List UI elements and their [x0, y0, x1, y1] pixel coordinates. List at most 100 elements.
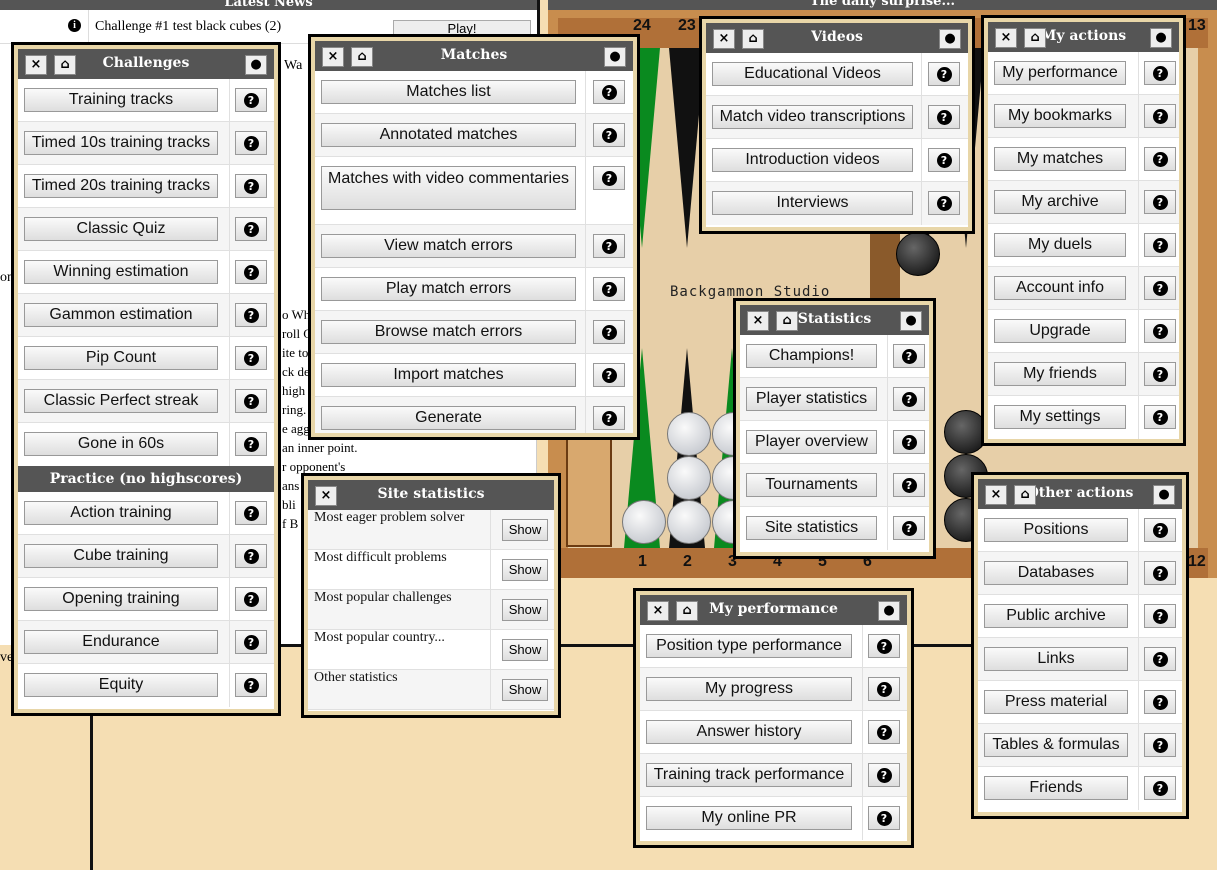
- menu-item-button[interactable]: Champions!: [746, 344, 877, 368]
- menu-item-button[interactable]: My friends: [994, 362, 1126, 386]
- help-button[interactable]: ?: [235, 544, 267, 568]
- home-icon[interactable]: ⌂: [742, 29, 764, 49]
- help-button[interactable]: ?: [1144, 733, 1176, 757]
- show-button[interactable]: Show: [502, 599, 548, 621]
- help-button[interactable]: ?: [235, 673, 267, 697]
- menu-item-button[interactable]: Timed 10s training tracks: [24, 131, 218, 155]
- menu-item-button[interactable]: My bookmarks: [994, 104, 1126, 128]
- white-checker[interactable]: [622, 500, 666, 544]
- menu-item-button[interactable]: Educational Videos: [712, 62, 913, 86]
- help-button[interactable]: ?: [593, 123, 625, 147]
- help-button[interactable]: ?: [1144, 518, 1176, 542]
- menu-item-button[interactable]: My matches: [994, 147, 1126, 171]
- black-checker[interactable]: [896, 232, 940, 276]
- pin-icon[interactable]: ●: [1153, 485, 1175, 505]
- help-button[interactable]: ?: [1144, 233, 1176, 257]
- menu-item-button[interactable]: Classic Quiz: [24, 217, 218, 241]
- menu-item-button[interactable]: Endurance: [24, 630, 218, 654]
- show-button[interactable]: Show: [502, 559, 548, 581]
- menu-item-button[interactable]: Match video transcriptions: [712, 105, 913, 129]
- help-button[interactable]: ?: [235, 630, 267, 654]
- menu-item-button[interactable]: Generate: [321, 406, 576, 430]
- close-icon[interactable]: ×: [747, 311, 769, 331]
- menu-item-button[interactable]: Tables & formulas: [984, 733, 1128, 757]
- menu-item-button[interactable]: Browse match errors: [321, 320, 576, 344]
- menu-item-button[interactable]: Classic Perfect streak: [24, 389, 218, 413]
- menu-item-button[interactable]: Annotated matches: [321, 123, 576, 147]
- help-button[interactable]: ?: [928, 148, 960, 172]
- help-button[interactable]: ?: [1144, 190, 1176, 214]
- record-icon[interactable]: ●: [1150, 28, 1172, 48]
- help-button[interactable]: ?: [868, 763, 900, 787]
- close-icon[interactable]: ×: [25, 55, 47, 75]
- show-button[interactable]: Show: [502, 679, 548, 701]
- help-button[interactable]: ?: [893, 516, 925, 540]
- help-button[interactable]: ?: [1144, 276, 1176, 300]
- menu-item-button[interactable]: Timed 20s training tracks: [24, 174, 218, 198]
- menu-item-button[interactable]: Cube training: [24, 544, 218, 568]
- close-icon[interactable]: ×: [322, 47, 344, 67]
- menu-item-button[interactable]: Player overview: [746, 430, 877, 454]
- menu-item-button[interactable]: Answer history: [646, 720, 852, 744]
- menu-item-button[interactable]: Introduction videos: [712, 148, 913, 172]
- menu-item-button[interactable]: Upgrade: [994, 319, 1126, 343]
- white-checker[interactable]: [667, 500, 711, 544]
- home-icon[interactable]: ⌂: [676, 601, 698, 621]
- menu-item-button[interactable]: My online PR: [646, 806, 852, 830]
- menu-item-button[interactable]: Press material: [984, 690, 1128, 714]
- help-button[interactable]: ?: [593, 234, 625, 258]
- help-button[interactable]: ?: [593, 363, 625, 387]
- menu-item-button[interactable]: Positions: [984, 518, 1128, 542]
- help-button[interactable]: ?: [235, 260, 267, 284]
- menu-item-button[interactable]: Import matches: [321, 363, 576, 387]
- help-button[interactable]: ?: [235, 587, 267, 611]
- help-button[interactable]: ?: [893, 430, 925, 454]
- menu-item-button[interactable]: Interviews: [712, 191, 913, 215]
- menu-item-button[interactable]: Gammon estimation: [24, 303, 218, 327]
- help-button[interactable]: ?: [593, 80, 625, 104]
- help-button[interactable]: ?: [235, 217, 267, 241]
- home-icon[interactable]: ⌂: [776, 311, 798, 331]
- menu-item-button[interactable]: View match errors: [321, 234, 576, 258]
- menu-item-button[interactable]: Public archive: [984, 604, 1128, 628]
- pin-icon[interactable]: ●: [878, 601, 900, 621]
- home-icon[interactable]: ⌂: [351, 47, 373, 67]
- help-button[interactable]: ?: [928, 191, 960, 215]
- menu-item-button[interactable]: Player statistics: [746, 387, 877, 411]
- menu-item-button[interactable]: My progress: [646, 677, 852, 701]
- help-button[interactable]: ?: [593, 320, 625, 344]
- close-icon[interactable]: ×: [647, 601, 669, 621]
- menu-item-button[interactable]: My archive: [994, 190, 1126, 214]
- help-button[interactable]: ?: [928, 105, 960, 129]
- menu-item-button[interactable]: Gone in 60s: [24, 432, 218, 456]
- help-button[interactable]: ?: [1144, 104, 1176, 128]
- close-icon[interactable]: ×: [985, 485, 1007, 505]
- menu-item-button[interactable]: Opening training: [24, 587, 218, 611]
- home-icon[interactable]: ⌂: [1014, 485, 1036, 505]
- help-button[interactable]: ?: [235, 131, 267, 155]
- black-checker[interactable]: [944, 410, 988, 454]
- menu-item-button[interactable]: Training tracks: [24, 88, 218, 112]
- help-button[interactable]: ?: [235, 501, 267, 525]
- menu-item-button[interactable]: Action training: [24, 501, 218, 525]
- menu-item-button[interactable]: Play match errors: [321, 277, 576, 301]
- help-button[interactable]: ?: [593, 406, 625, 430]
- help-button[interactable]: ?: [235, 303, 267, 327]
- help-button[interactable]: ?: [1144, 690, 1176, 714]
- help-button[interactable]: ?: [868, 806, 900, 830]
- pin-icon[interactable]: ●: [245, 55, 267, 75]
- help-button[interactable]: ?: [868, 677, 900, 701]
- record-icon[interactable]: ●: [900, 311, 922, 331]
- help-button[interactable]: ?: [1144, 362, 1176, 386]
- menu-item-button[interactable]: Links: [984, 647, 1128, 671]
- home-icon[interactable]: ⌂: [1024, 28, 1046, 48]
- help-button[interactable]: ?: [1144, 319, 1176, 343]
- help-button[interactable]: ?: [928, 62, 960, 86]
- record-icon[interactable]: ●: [604, 47, 626, 67]
- help-button[interactable]: ?: [893, 473, 925, 497]
- menu-item-button[interactable]: Winning estimation: [24, 260, 218, 284]
- help-button[interactable]: ?: [593, 277, 625, 301]
- help-button[interactable]: ?: [1144, 405, 1176, 429]
- pin-icon[interactable]: ●: [939, 29, 961, 49]
- menu-item-button[interactable]: Matches with video commentaries: [321, 166, 576, 210]
